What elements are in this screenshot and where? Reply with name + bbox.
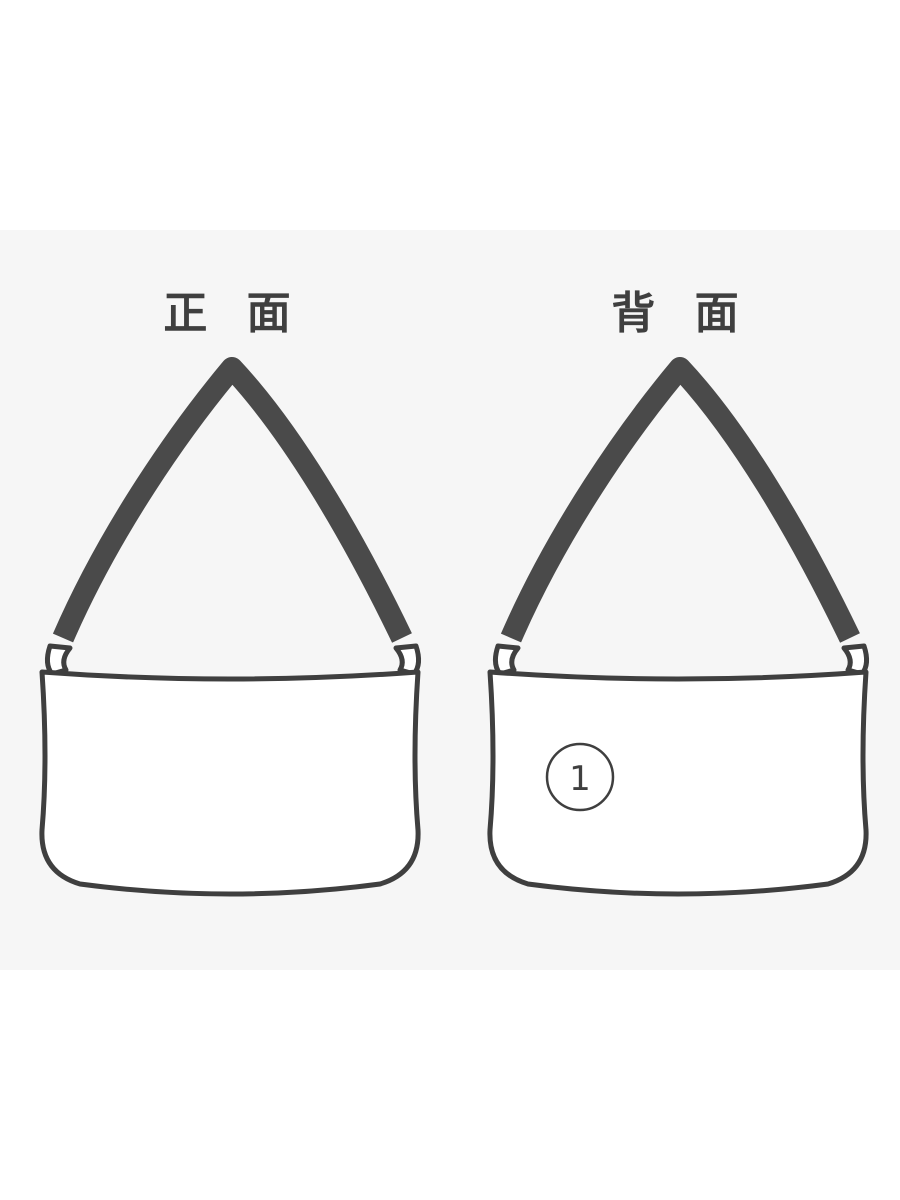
front-bag-body [39, 669, 421, 897]
back-view-title: 背 面 [611, 288, 751, 339]
front-bag [39, 357, 422, 897]
front-bag-left-ring [44, 643, 73, 677]
front-view-title: 正 面 [163, 288, 303, 339]
back-pocket-callout: 1 [545, 742, 615, 812]
callout-number: 1 [569, 759, 591, 799]
callout-circle [545, 742, 615, 812]
back-bag: 1 [487, 357, 870, 897]
back-bag-body [487, 669, 869, 897]
back-bag-left-ring [492, 643, 521, 677]
front-bag-strap [52, 357, 412, 643]
back-bag-strap [500, 357, 860, 643]
